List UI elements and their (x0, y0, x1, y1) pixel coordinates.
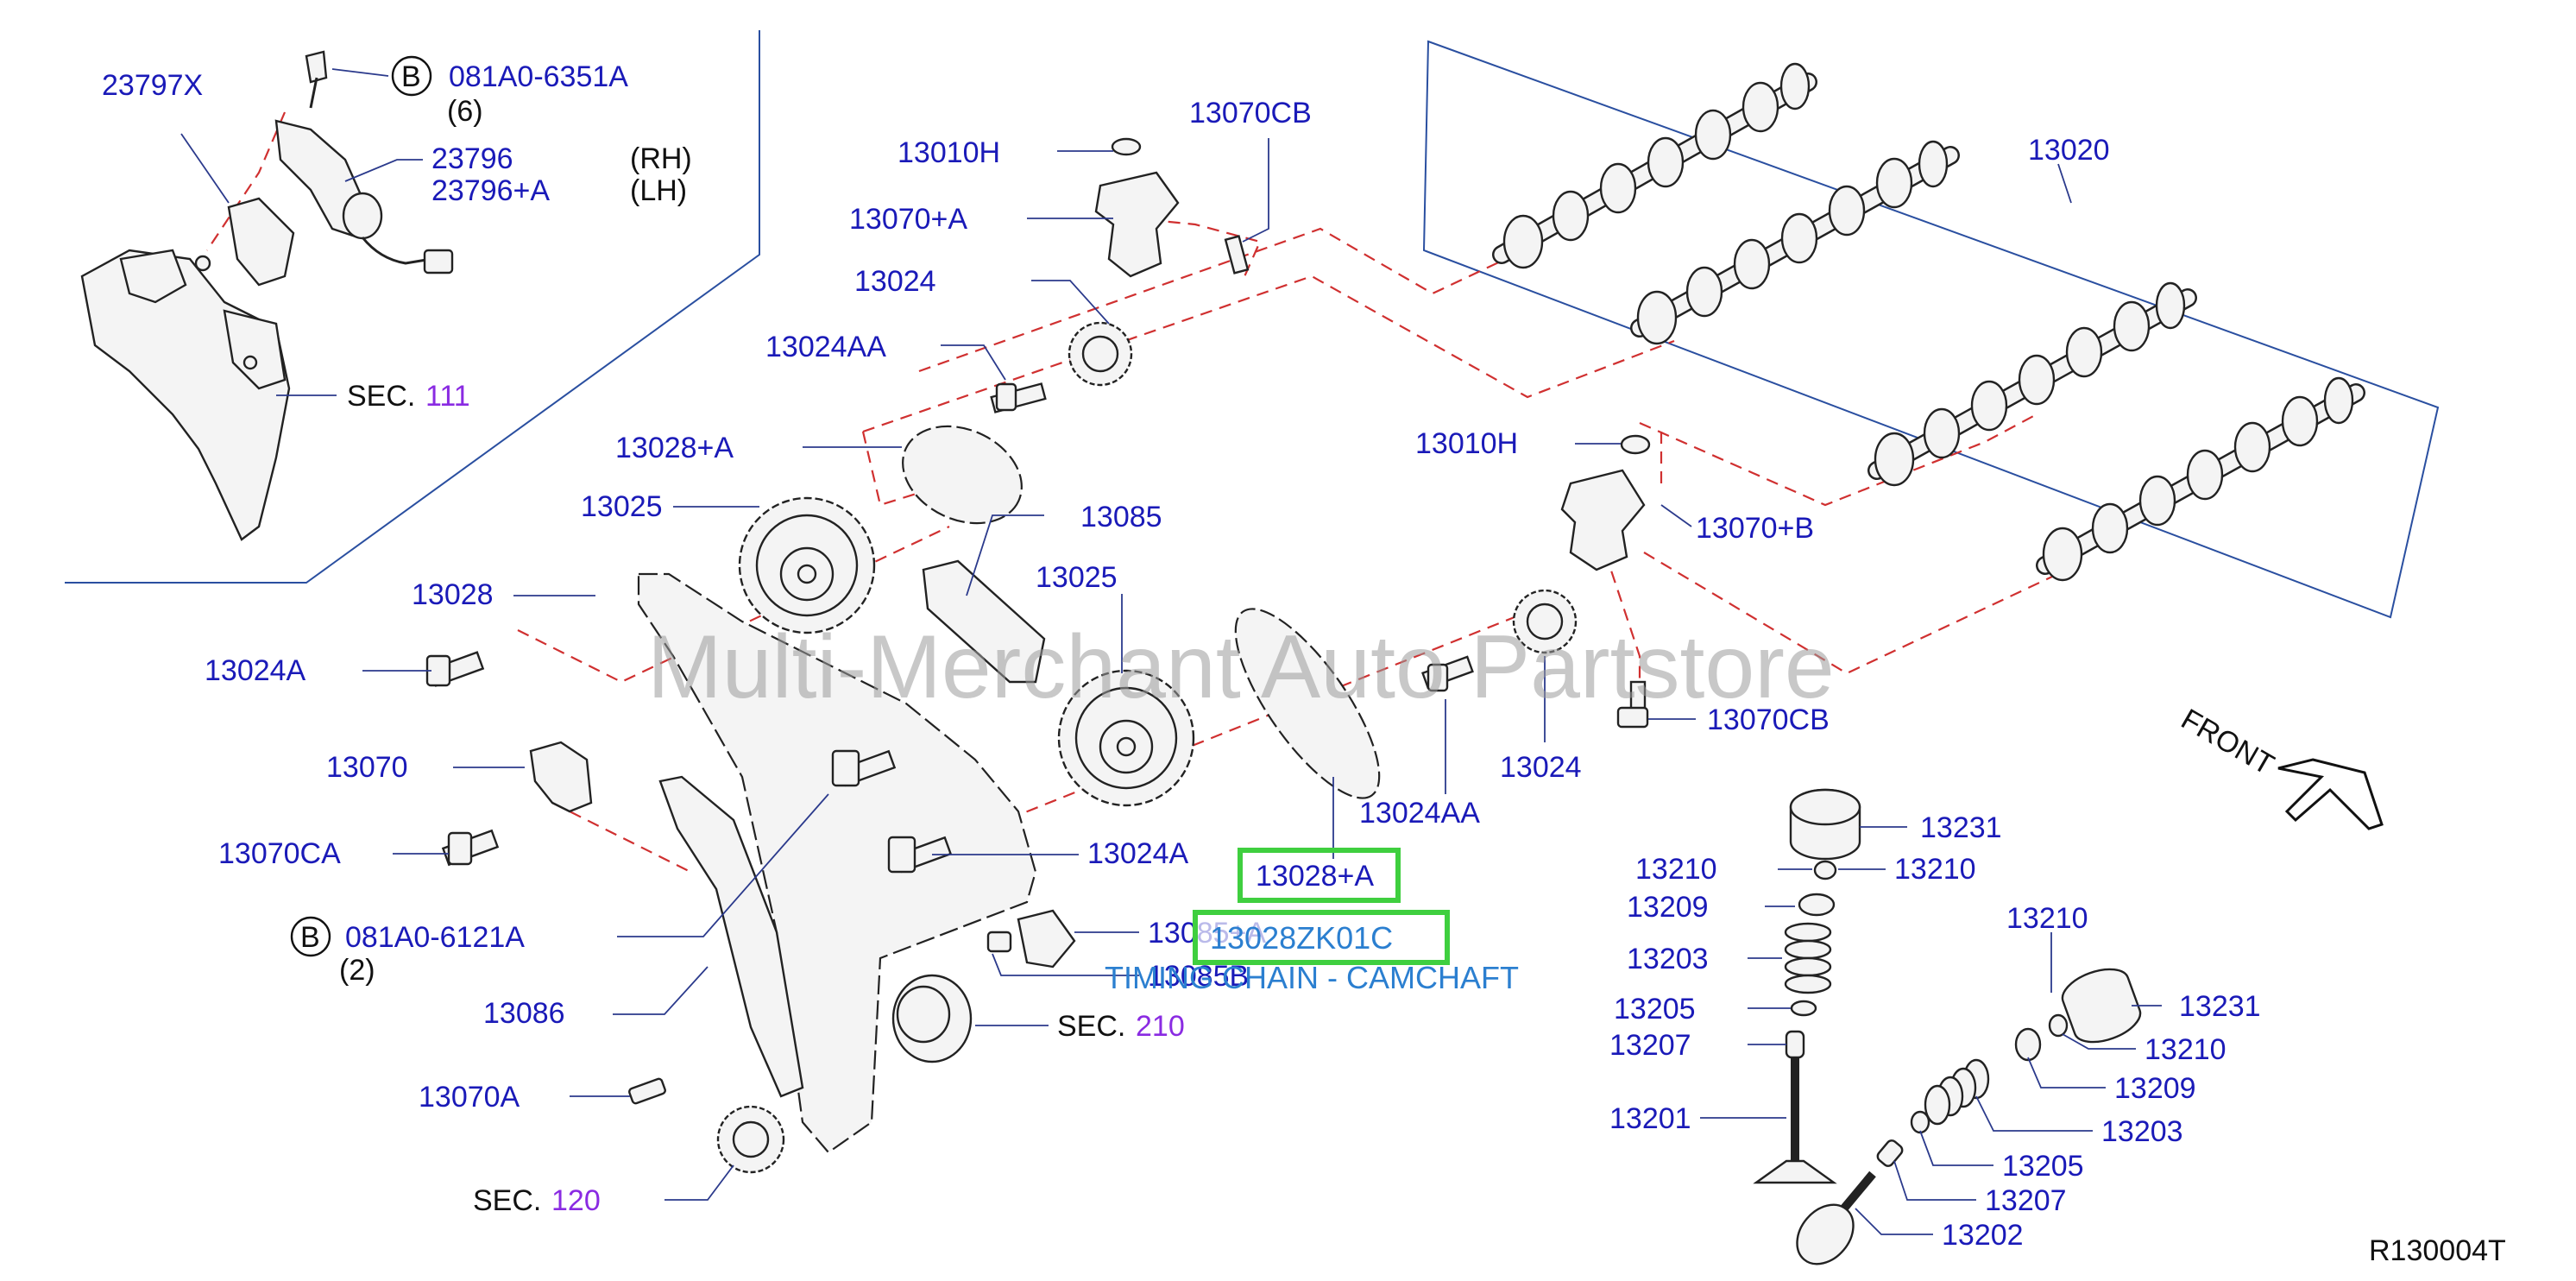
label-lh: (LH) (630, 174, 687, 207)
qty-6351A: (6) (447, 95, 483, 128)
circle-b-label: B (401, 60, 421, 93)
camshaft-1 (1492, 62, 1817, 269)
callout-13028A-mid[interactable]: 13028+A (1256, 860, 1374, 893)
highlight-box-part-number (1193, 910, 1450, 965)
sec210-prefix: SEC. (1057, 1010, 1125, 1043)
callout-13024A-left: 13024A (205, 654, 306, 687)
circle-b-icon-2 (290, 916, 331, 957)
sec210-number: 210 (1136, 1010, 1185, 1043)
camshaft-2 (1630, 140, 1960, 345)
callout-13028A-top: 13028+A (615, 432, 734, 464)
callout-13010H-top: 13010H (898, 136, 1000, 169)
front-arrow-icon (2277, 758, 2384, 830)
callout-13070CB-top: 13070CB (1189, 97, 1312, 129)
callout-13201: 13201 (1609, 1102, 1691, 1135)
callout-13025-left: 13025 (581, 490, 663, 523)
inset-parts (80, 50, 454, 541)
callout-13210-b: 13210 (1894, 853, 1976, 886)
leader-lines (180, 68, 2162, 1235)
highlight-description[interactable]: TIMING CHAIN - CAMCHAFT (1105, 960, 1519, 995)
callout-13210-c: 13210 (2006, 902, 2088, 935)
sec111-number: 111 (425, 380, 470, 413)
callout-081A0-6351A: 081A0-6351A (449, 60, 628, 93)
callout-13085: 13085 (1080, 501, 1162, 533)
callout-13085B: 13085B (1148, 960, 1249, 993)
sec120-number: 120 (551, 1184, 601, 1217)
callout-13028: 13028 (412, 578, 494, 611)
sec111-prefix: SEC. (347, 380, 415, 413)
inset-frame (65, 30, 760, 584)
watermark: Multi-Merchant Auto Partstore (647, 617, 1835, 717)
callout-23797X: 23797X (102, 69, 203, 102)
part-number-popup[interactable]: 13028ZK01C (1193, 910, 1450, 965)
camshaft-4 (2036, 376, 2365, 582)
valve-train (1753, 788, 2142, 1265)
callout-13024AA-mid: 13024AA (1359, 797, 1480, 830)
highlight-part-number[interactable]: 13028ZK01C (1210, 920, 1393, 956)
highlighted-callout[interactable]: 13028+A (1238, 848, 1401, 903)
callout-13209-a: 13209 (1627, 891, 1709, 924)
callout-13070A-plus: 13070+A (849, 203, 967, 236)
callout-13207-b: 13207 (1985, 1184, 2067, 1217)
callout-23796A: 23796+A (431, 174, 550, 207)
callout-13231-a: 13231 (1920, 811, 2002, 844)
callout-13070: 13070 (326, 751, 408, 784)
callout-13070CB-right: 13070CB (1707, 704, 1830, 736)
callout-13210-a: 13210 (1635, 853, 1717, 886)
label-front: FRONT (2176, 703, 2279, 781)
callout-13024-right: 13024 (1500, 751, 1582, 784)
callout-13202: 13202 (1942, 1219, 2024, 1252)
lower-assembly (425, 572, 1076, 1174)
callout-13070CA: 13070CA (218, 837, 341, 870)
camshaft-frame (1422, 40, 2440, 619)
sec120-prefix: SEC. (473, 1184, 541, 1217)
camshafts (1492, 62, 2365, 582)
callout-13020: 13020 (2028, 134, 2110, 167)
callout-13070B-plus: 13070+B (1696, 512, 1814, 545)
callout-13203-b: 13203 (2101, 1115, 2183, 1148)
qty-6121A: (2) (339, 954, 375, 987)
camshaft-3 (1867, 281, 2197, 487)
circle-b-label-2: B (300, 921, 320, 954)
callout-13070A: 13070A (419, 1081, 520, 1114)
circle-b-icon (391, 55, 432, 97)
callout-13205-a: 13205 (1614, 993, 1696, 1025)
callout-13010H-right: 13010H (1415, 427, 1518, 460)
callout-labels: 23797X B 081A0-6351A (6) 23796 23796+A (… (102, 55, 2506, 1267)
callout-13086: 13086 (483, 997, 565, 1030)
callout-13025-mid: 13025 (1036, 561, 1118, 594)
callout-081A0-6121A: 081A0-6121A (345, 921, 525, 954)
callout-13205-b: 13205 (2002, 1150, 2084, 1183)
highlight-box-callout (1238, 848, 1401, 903)
label-rh: (RH) (630, 142, 692, 175)
upper-bank-parts (738, 137, 1651, 807)
callout-13024AA-top: 13024AA (765, 331, 886, 363)
callout-13210-d: 13210 (2145, 1033, 2226, 1066)
callout-13207-a: 13207 (1609, 1029, 1691, 1062)
callout-23796: 23796 (431, 142, 513, 175)
callout-13203-a: 13203 (1627, 943, 1709, 975)
callout-13209-b: 13209 (2114, 1072, 2196, 1105)
callout-13024A-mid: 13024A (1087, 837, 1189, 870)
callout-13231-b: 13231 (2179, 990, 2261, 1023)
callout-13024-top: 13024 (854, 265, 936, 298)
diagram-code: R130004T (2369, 1234, 2506, 1267)
